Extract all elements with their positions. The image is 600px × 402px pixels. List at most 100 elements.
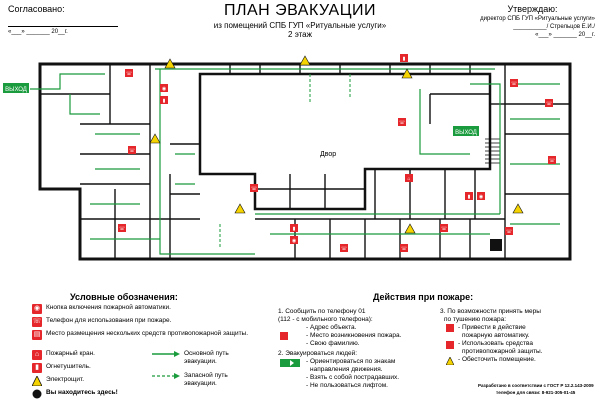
fire-alarm-button-icon: ◉ — [477, 192, 485, 200]
extinguisher-icon: ▮ — [32, 363, 42, 373]
phone-icon: ☏ — [400, 244, 408, 252]
exit-sign-icon — [280, 359, 300, 370]
svg-text:▮: ▮ — [293, 226, 296, 232]
you-are-here-icon — [32, 389, 42, 399]
legend: Условные обозначения: ◉ Кнопка включения… — [10, 290, 260, 400]
svg-text:◉: ◉ — [292, 238, 297, 244]
stairs — [485, 138, 500, 164]
step3-item: - Обесточить помещение. — [458, 356, 536, 363]
electrical-hazard-icon — [234, 203, 246, 214]
svg-text:▮: ▮ — [403, 56, 406, 62]
legend-item-phone: ☏ Телефон для использования при пожаре. — [32, 317, 172, 327]
fire-alarm-button-icon: ◉ — [32, 304, 42, 314]
title-block: ПЛАН ЭВАКУАЦИИ из помещений СПБ ГУП «Рит… — [150, 2, 450, 39]
legend-item-alarm: ◉ Кнопка включения пожарной автоматики. — [32, 304, 171, 314]
main-route-arrow-icon — [152, 351, 180, 357]
spare-route-arrow-icon — [152, 373, 180, 379]
svg-text:ВЫХОД: ВЫХОД — [5, 87, 27, 93]
floor-plan: ВЫХОД ВЫХОД Двор ☏ ◉ ▮ ☏ ☏ ▮ ◉ ☏ ☏ ☏ ☏ ☏… — [3, 54, 572, 261]
approval-date: «___» _______ 20__г. — [8, 29, 68, 35]
legend-main-route: Основной путь эвакуации. — [152, 350, 257, 365]
extinguisher-icon: ▮ — [400, 54, 408, 62]
extinguisher-icon: ▮ — [160, 96, 168, 104]
step1-phone-icon — [280, 332, 288, 343]
phone-icon: ☏ — [398, 118, 406, 126]
step1-item: - Место возникновения пожара. — [306, 332, 402, 339]
step3-line2: по тушению пожара: — [444, 316, 507, 323]
fire-hydrant-icon: ⌂ — [405, 174, 413, 182]
phone-icon: ☏ — [510, 79, 518, 87]
svg-text:▮: ▮ — [163, 98, 166, 104]
fire-alarm-button-icon: ◉ — [290, 236, 298, 244]
main-evacuation-route — [30, 68, 560, 255]
approve-block: Утверждаю: директор СПБ ГУП «Ритуальные … — [470, 4, 595, 38]
interior-walls — [40, 64, 570, 259]
svg-text:▮: ▮ — [468, 194, 471, 200]
svg-text:⌂: ⌂ — [407, 176, 410, 182]
step3-electrical-icon — [445, 356, 455, 368]
svg-text:☏: ☏ — [549, 158, 555, 164]
extinguisher-icon: ▮ — [290, 224, 298, 232]
legend-spare-route: Запасной путь эвакуации. — [152, 372, 257, 387]
phone-icon: ☏ — [440, 224, 448, 232]
elevator-shaft — [490, 239, 502, 251]
step2-item: - Взять с собой пострадавших. — [306, 374, 400, 381]
legend-title: Условные обозначения: — [70, 292, 178, 302]
phone-icon: ☏ — [545, 99, 553, 107]
approval-signature-line — [8, 17, 118, 27]
step3-item: пожарную автоматику. — [462, 332, 530, 339]
gost-footer: Разработано в соответствии с ГОСТ Р 12.2… — [478, 383, 594, 388]
svg-text:ВЫХОД: ВЫХОД — [455, 130, 477, 136]
approve-signature: __________/ Стрельцов Е.И./ — [513, 24, 595, 30]
step1-item: - Адрес объекта. — [306, 324, 357, 331]
svg-text:☏: ☏ — [441, 226, 447, 232]
courtyard-label: Двор — [320, 151, 336, 158]
phone-icon: ☏ — [250, 184, 258, 192]
electrical-hazard-icon — [164, 58, 176, 69]
step1-line1: 1. Сообщить по телефону 01 — [278, 308, 366, 315]
approve-position: директор СПБ ГУП «Ритуальные услуги» — [480, 16, 595, 22]
approve-date: «___» _______ 20__г. — [535, 32, 595, 38]
phone-icon: ☏ — [125, 69, 133, 77]
step1-item: - Свою фамилию. — [306, 340, 360, 347]
phone-icon: ☏ — [505, 227, 513, 235]
phone-icon: ☏ — [32, 317, 42, 327]
step3-item: - Использовать средства — [458, 340, 533, 347]
electrical-hazard-icon — [31, 375, 43, 387]
legend-item-extinguisher: ▮ Огнетушитель. — [32, 363, 91, 373]
legend-item-multi: ▤ Место размещения нескольких средств пр… — [32, 330, 249, 340]
plan-title: ПЛАН ЭВАКУАЦИИ — [223, 2, 377, 19]
step2-title: 2. Эвакуироваться людей: — [278, 350, 358, 357]
svg-text:☏: ☏ — [341, 246, 347, 252]
approve-title: Утверждаю: — [507, 4, 558, 14]
exit-sign-west: ВЫХОД — [3, 83, 29, 93]
svg-text:☏: ☏ — [401, 246, 407, 252]
electrical-hazard-icon — [401, 68, 413, 79]
approval-title: Согласовано: — [8, 4, 65, 14]
contact-footer: телефон для связи: 8-921-305-01-45 — [496, 390, 576, 395]
plan-subtitle: из помещений СПБ ГУП «Ритуальные услуги» — [213, 21, 387, 30]
phone-icon: ☏ — [548, 156, 556, 164]
legend-item-hydrant: ⌂ Пожарный кран. — [32, 350, 95, 360]
svg-text:☏: ☏ — [399, 120, 405, 126]
svg-text:◉: ◉ — [479, 194, 484, 200]
svg-text:☏: ☏ — [506, 229, 512, 235]
phone-icon: ☏ — [128, 146, 136, 154]
svg-text:☏: ☏ — [126, 71, 132, 77]
multiple-equipment-icon: ▤ — [32, 330, 42, 340]
step3-alarm-icon — [446, 324, 454, 335]
step2-item: - Не пользоваться лифтом. — [306, 382, 388, 389]
extinguisher-icon: ▮ — [465, 192, 473, 200]
electrical-hazard-icon — [512, 203, 524, 214]
electrical-hazard-icon — [149, 133, 161, 144]
step3-line1: 3. По возможности принять меры — [440, 308, 541, 315]
fire-alarm-button-icon: ◉ — [160, 84, 168, 92]
svg-text:☏: ☏ — [119, 226, 125, 232]
step2-item: направления движения. — [310, 366, 383, 373]
safety-symbols: ☏ ◉ ▮ ☏ ☏ ▮ ◉ ☏ ☏ ☏ ☏ ☏ ☏ ☏ ☏ ⌂ ▮ ◉ ▮ ☏ — [118, 54, 556, 252]
step3-item: противопожарной защиты. — [462, 348, 543, 355]
svg-text:☏: ☏ — [129, 148, 135, 154]
step1-line2: (112 - с мобильного телефона): — [278, 316, 373, 323]
phone-icon: ☏ — [340, 244, 348, 252]
svg-text:☏: ☏ — [511, 81, 517, 87]
